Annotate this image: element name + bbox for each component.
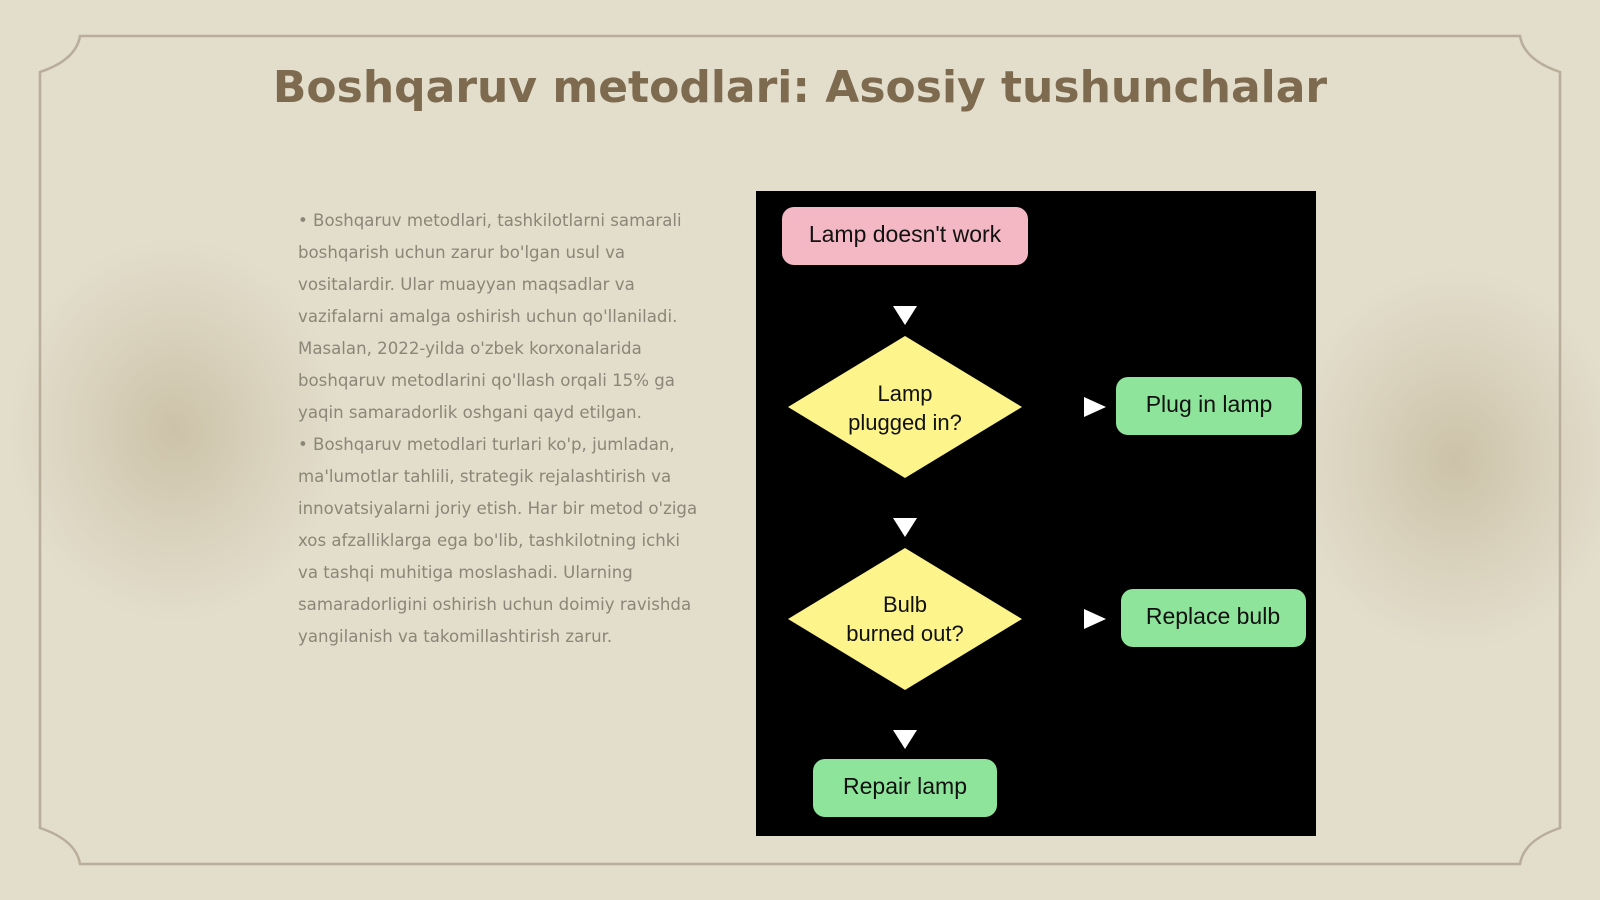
decision-2-line2: burned out? <box>846 621 963 646</box>
decision-node-plugged: Lamp plugged in? <box>788 336 1022 478</box>
end-node-label: Repair lamp <box>843 773 967 799</box>
flowchart-background <box>756 191 1316 836</box>
action-1-label: Plug in lamp <box>1146 391 1273 417</box>
action-node-plug: Plug in lamp <box>1116 377 1302 435</box>
arrow-down-1 <box>893 306 917 325</box>
decision-1-line2: plugged in? <box>848 410 962 435</box>
action-node-replace: Replace bulb <box>1121 589 1306 647</box>
bullet-2: • Boshqaruv metodlari turlari ko'p, juml… <box>298 435 698 646</box>
decision-2-line1: Bulb <box>883 592 927 617</box>
body-text: • Boshqaruv metodlari, tashkilotlarni sa… <box>298 205 698 653</box>
watercolor-stain-left <box>10 240 340 620</box>
slide-title: Boshqaruv metodlari: Asosiy tushunchalar <box>272 62 1328 113</box>
bullet-1: • Boshqaruv metodlari, tashkilotlarni sa… <box>298 211 682 422</box>
arrow-down-3 <box>893 730 917 749</box>
decision-1-line1: Lamp <box>877 381 932 406</box>
arrow-down-2 <box>893 518 917 537</box>
decision-node-bulb: Bulb burned out? <box>788 548 1022 690</box>
action-2-label: Replace bulb <box>1146 603 1280 629</box>
watercolor-stain-right <box>1290 270 1600 650</box>
start-node-label: Lamp doesn't work <box>809 221 1002 247</box>
arrow-right-2 <box>1084 609 1106 629</box>
arrow-right-1 <box>1084 397 1106 417</box>
end-node: Repair lamp <box>813 759 997 817</box>
start-node: Lamp doesn't work <box>782 207 1028 265</box>
flowchart: Lamp doesn't work Lamp plugged in? Plug … <box>756 191 1316 836</box>
